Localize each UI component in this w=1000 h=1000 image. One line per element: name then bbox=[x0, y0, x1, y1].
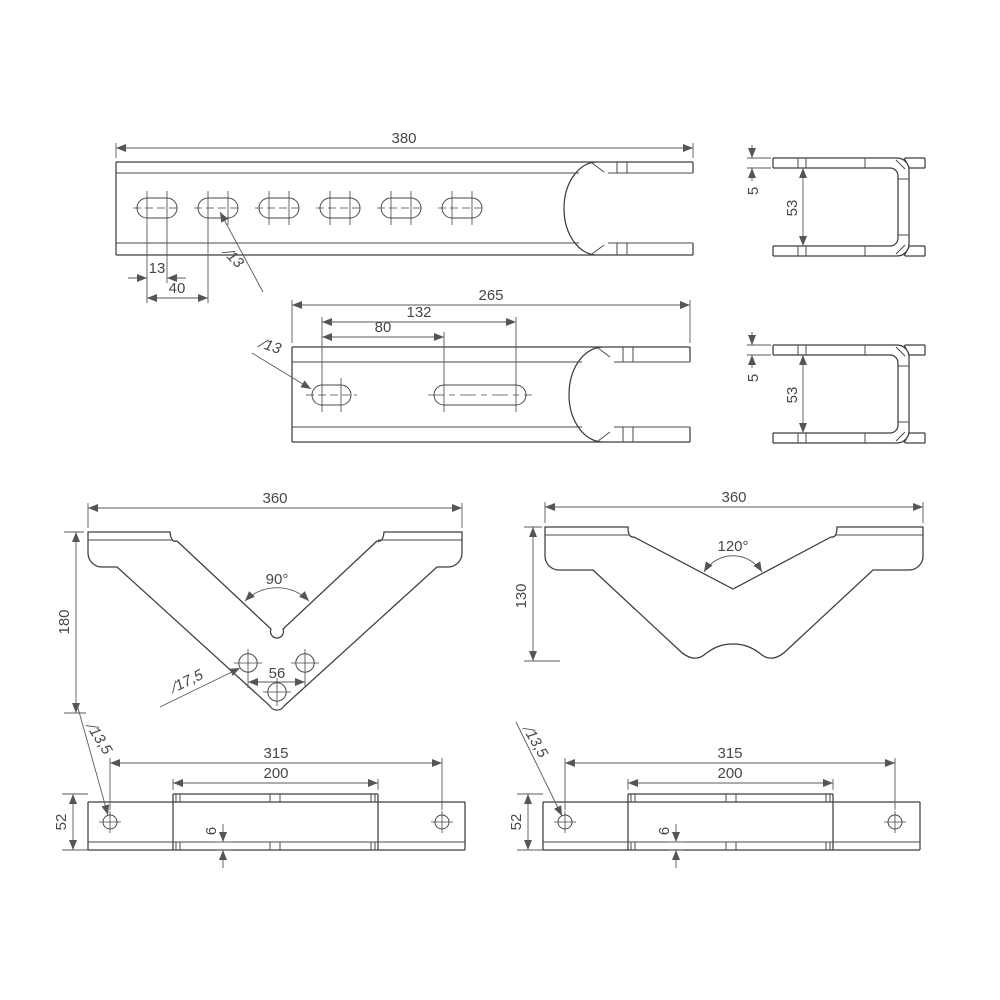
dia-13-label: ∕13 bbox=[255, 334, 284, 358]
leader-hole-dia bbox=[159, 667, 241, 708]
slot-holes bbox=[136, 197, 483, 219]
dim-80-label: 80 bbox=[375, 319, 392, 336]
view-v-bracket-120: 360 130 120° bbox=[513, 489, 924, 662]
dim-53-label: 53 bbox=[784, 387, 801, 404]
bar-outline bbox=[115, 161, 694, 256]
dim-315-label: 315 bbox=[263, 745, 288, 762]
dim-13-label: 13 bbox=[149, 260, 166, 277]
fork-bend-ticks bbox=[597, 347, 634, 442]
view-base-bar-right: 315 200 52 6 ∕13,5 bbox=[508, 720, 921, 868]
dim-5-label: 5 bbox=[745, 374, 762, 382]
bar-inner-lines bbox=[292, 361, 690, 428]
extension-lines bbox=[291, 300, 691, 378]
bracket-outline bbox=[87, 531, 463, 711]
dim-52-label: 52 bbox=[508, 814, 525, 831]
dim-200-label: 200 bbox=[263, 765, 288, 782]
bend-ticks bbox=[630, 794, 831, 850]
extension-lines bbox=[64, 503, 463, 714]
angle-arc bbox=[703, 555, 763, 573]
section-bend-ticks bbox=[797, 345, 909, 443]
view-long-bar-front: 380 13 40 ∕13 bbox=[115, 130, 694, 303]
dim-53-label: 53 bbox=[784, 200, 801, 217]
bar-outline bbox=[87, 793, 466, 851]
dim-130-label: 130 bbox=[513, 583, 530, 608]
hole-center-marks bbox=[99, 811, 453, 833]
extension-lines bbox=[747, 157, 771, 169]
extension-lines bbox=[747, 344, 771, 356]
angle-90-label: 90° bbox=[266, 571, 289, 588]
angle-arc bbox=[244, 587, 310, 602]
leader-hole-dia bbox=[219, 211, 264, 293]
bar-outline bbox=[542, 793, 921, 851]
bar-outline bbox=[291, 346, 691, 443]
hole-center-marks bbox=[554, 811, 906, 833]
dim-360-label: 360 bbox=[721, 489, 746, 506]
extension-lines bbox=[517, 758, 896, 851]
dim-315-label: 315 bbox=[717, 745, 742, 762]
dim-52-label: 52 bbox=[53, 814, 70, 831]
section-bend-ticks bbox=[797, 158, 909, 256]
leader-hole-dia bbox=[77, 707, 110, 816]
dim-265-label: 265 bbox=[478, 287, 503, 304]
view-base-bar-left: 315 200 52 6 ∕13,5 bbox=[53, 707, 466, 868]
extension-lines bbox=[524, 502, 924, 662]
dim-6-label: 6 bbox=[203, 827, 220, 835]
dim-132-label: 132 bbox=[406, 304, 431, 321]
holes bbox=[99, 811, 453, 833]
dim-40-label: 40 bbox=[169, 280, 186, 297]
bracket-outline bbox=[544, 526, 924, 659]
bar-inner-lines bbox=[116, 172, 693, 244]
section-outline bbox=[772, 344, 926, 444]
dim-360-label: 360 bbox=[262, 490, 287, 507]
holes bbox=[554, 811, 906, 833]
dia-13-label: ∕13 bbox=[218, 242, 248, 272]
view-long-bar-section: 5 53 bbox=[745, 145, 926, 257]
fork-bend-ticks bbox=[591, 162, 628, 255]
angle-120-label: 120° bbox=[717, 538, 748, 555]
dia-13-5-label: ∕13,5 bbox=[518, 720, 551, 761]
view-v-bracket-90: 360 180 90° 56 ∕17,5 bbox=[56, 490, 463, 714]
dim-180-label: 180 bbox=[56, 609, 73, 634]
extension-lines bbox=[62, 758, 443, 851]
extension-lines bbox=[115, 143, 694, 303]
dim-380-label: 380 bbox=[391, 130, 416, 147]
dim-200-label: 200 bbox=[717, 765, 742, 782]
view-short-bar-section: 5 53 bbox=[745, 332, 926, 444]
dim-5-label: 5 bbox=[745, 187, 762, 195]
dia-17-5-label: ∕17,5 bbox=[166, 666, 207, 698]
hole-center-marks bbox=[234, 649, 319, 706]
dim-56-label: 56 bbox=[269, 665, 286, 682]
leader-hole-dia bbox=[515, 721, 563, 817]
view-short-bar-front: 265 132 80 ∕13 bbox=[251, 287, 691, 443]
bend-ticks bbox=[175, 794, 376, 850]
leader-hole-dia bbox=[251, 352, 312, 390]
section-outline bbox=[772, 157, 926, 257]
dim-6-label: 6 bbox=[656, 827, 673, 835]
